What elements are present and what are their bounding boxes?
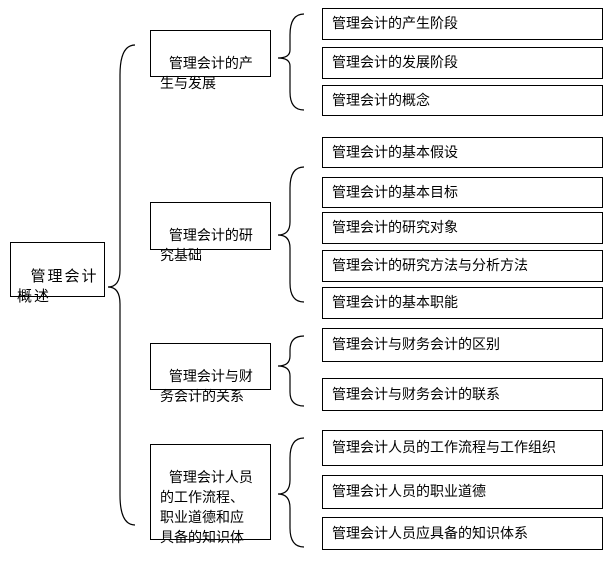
leaf-node-label: 管理会计人员应具备的知识体系 xyxy=(332,525,528,542)
leaf-node-label: 管理会计的基本假设 xyxy=(332,144,458,161)
branch-node-research-basis: 管理会计的研 究基础 xyxy=(150,202,271,264)
branch-node-origin-development: 管理会计的产 生与发展 xyxy=(150,30,271,92)
leaf-node-label: 管理会计的基本职能 xyxy=(332,295,458,311)
root-node-label: 管理会计 概述 xyxy=(17,267,99,305)
leaf-node: 管理会计的发展阶段 xyxy=(322,47,603,79)
branch-node-relationship: 管理会计与财 务会计的关系 xyxy=(150,343,271,405)
branch-node-label: 管理会计的产 生与发展 xyxy=(160,56,253,92)
brace-4 xyxy=(277,437,305,548)
leaf-node-label: 管理会计的发展阶段 xyxy=(332,55,458,71)
leaf-node-label: 管理会计的研究方法与分析方法 xyxy=(332,258,528,274)
leaf-node-label: 管理会计的产生阶段 xyxy=(332,16,458,32)
brace-1 xyxy=(277,13,305,111)
leaf-node-label: 管理会计与财务会计的区别 xyxy=(332,337,500,353)
leaf-node-label: 管理会计人员的工作流程与工作组织 xyxy=(332,440,556,456)
branch-node-label: 管理会计的研 究基础 xyxy=(160,228,253,264)
brace-3 xyxy=(277,335,305,407)
leaf-node: 管理会计人员的工作流程与工作组织 xyxy=(322,430,603,466)
leaf-node: 管理会计的基本职能 xyxy=(322,287,603,319)
leaf-node-label: 管理会计的研究对象 xyxy=(332,220,458,236)
leaf-node: 管理会计的研究方法与分析方法 xyxy=(322,250,603,282)
branch-node-label: 管理会计与财 务会计的关系 xyxy=(160,369,253,405)
root-brace xyxy=(107,44,136,526)
leaf-node-label: 管理会计人员的职业道德 xyxy=(332,484,486,500)
leaf-node: 管理会计的研究对象 xyxy=(322,212,603,244)
leaf-node: 管理会计的基本假设 xyxy=(322,137,603,168)
leaf-node-label: 管理会计与财务会计的联系 xyxy=(332,386,500,403)
branch-node-personnel: 管理会计人员 的工作流程、 职业道德和应 具备的知识体 xyxy=(150,444,271,546)
branch-node-label: 管理会计人员 的工作流程、 职业道德和应 具备的知识体 xyxy=(160,470,253,546)
leaf-node: 管理会计的基本目标 xyxy=(322,177,603,208)
leaf-node: 管理会计的产生阶段 xyxy=(322,8,603,40)
leaf-node: 管理会计的概念 xyxy=(322,85,603,116)
leaf-node: 管理会计与财务会计的联系 xyxy=(322,378,603,411)
leaf-node-label: 管理会计的基本目标 xyxy=(332,184,458,201)
root-node: 管理会计 概述 xyxy=(10,242,105,305)
leaf-node: 管理会计与财务会计的区别 xyxy=(322,328,603,362)
leaf-node: 管理会计人员的职业道德 xyxy=(322,475,603,509)
brace-2 xyxy=(277,166,305,303)
leaf-node: 管理会计人员应具备的知识体系 xyxy=(322,517,603,550)
leaf-node-label: 管理会计的概念 xyxy=(332,92,430,109)
